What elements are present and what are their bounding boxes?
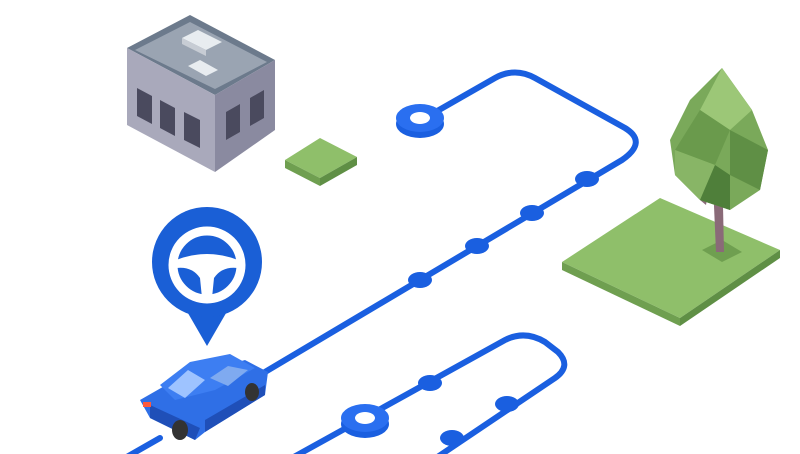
route-lower bbox=[125, 332, 568, 454]
building-icon bbox=[127, 15, 275, 172]
car-icon bbox=[140, 354, 268, 440]
steering-wheel-icon bbox=[168, 226, 246, 304]
route-endpoint-ring-lower bbox=[341, 404, 389, 438]
grass-tile-small bbox=[285, 138, 357, 186]
grass-tile-large bbox=[562, 198, 780, 326]
route-stops bbox=[408, 171, 599, 446]
route-endpoint-ring-upper bbox=[396, 104, 444, 138]
route-upper bbox=[262, 69, 639, 375]
tree-icon bbox=[670, 68, 768, 262]
map-pin-icon bbox=[152, 207, 262, 346]
